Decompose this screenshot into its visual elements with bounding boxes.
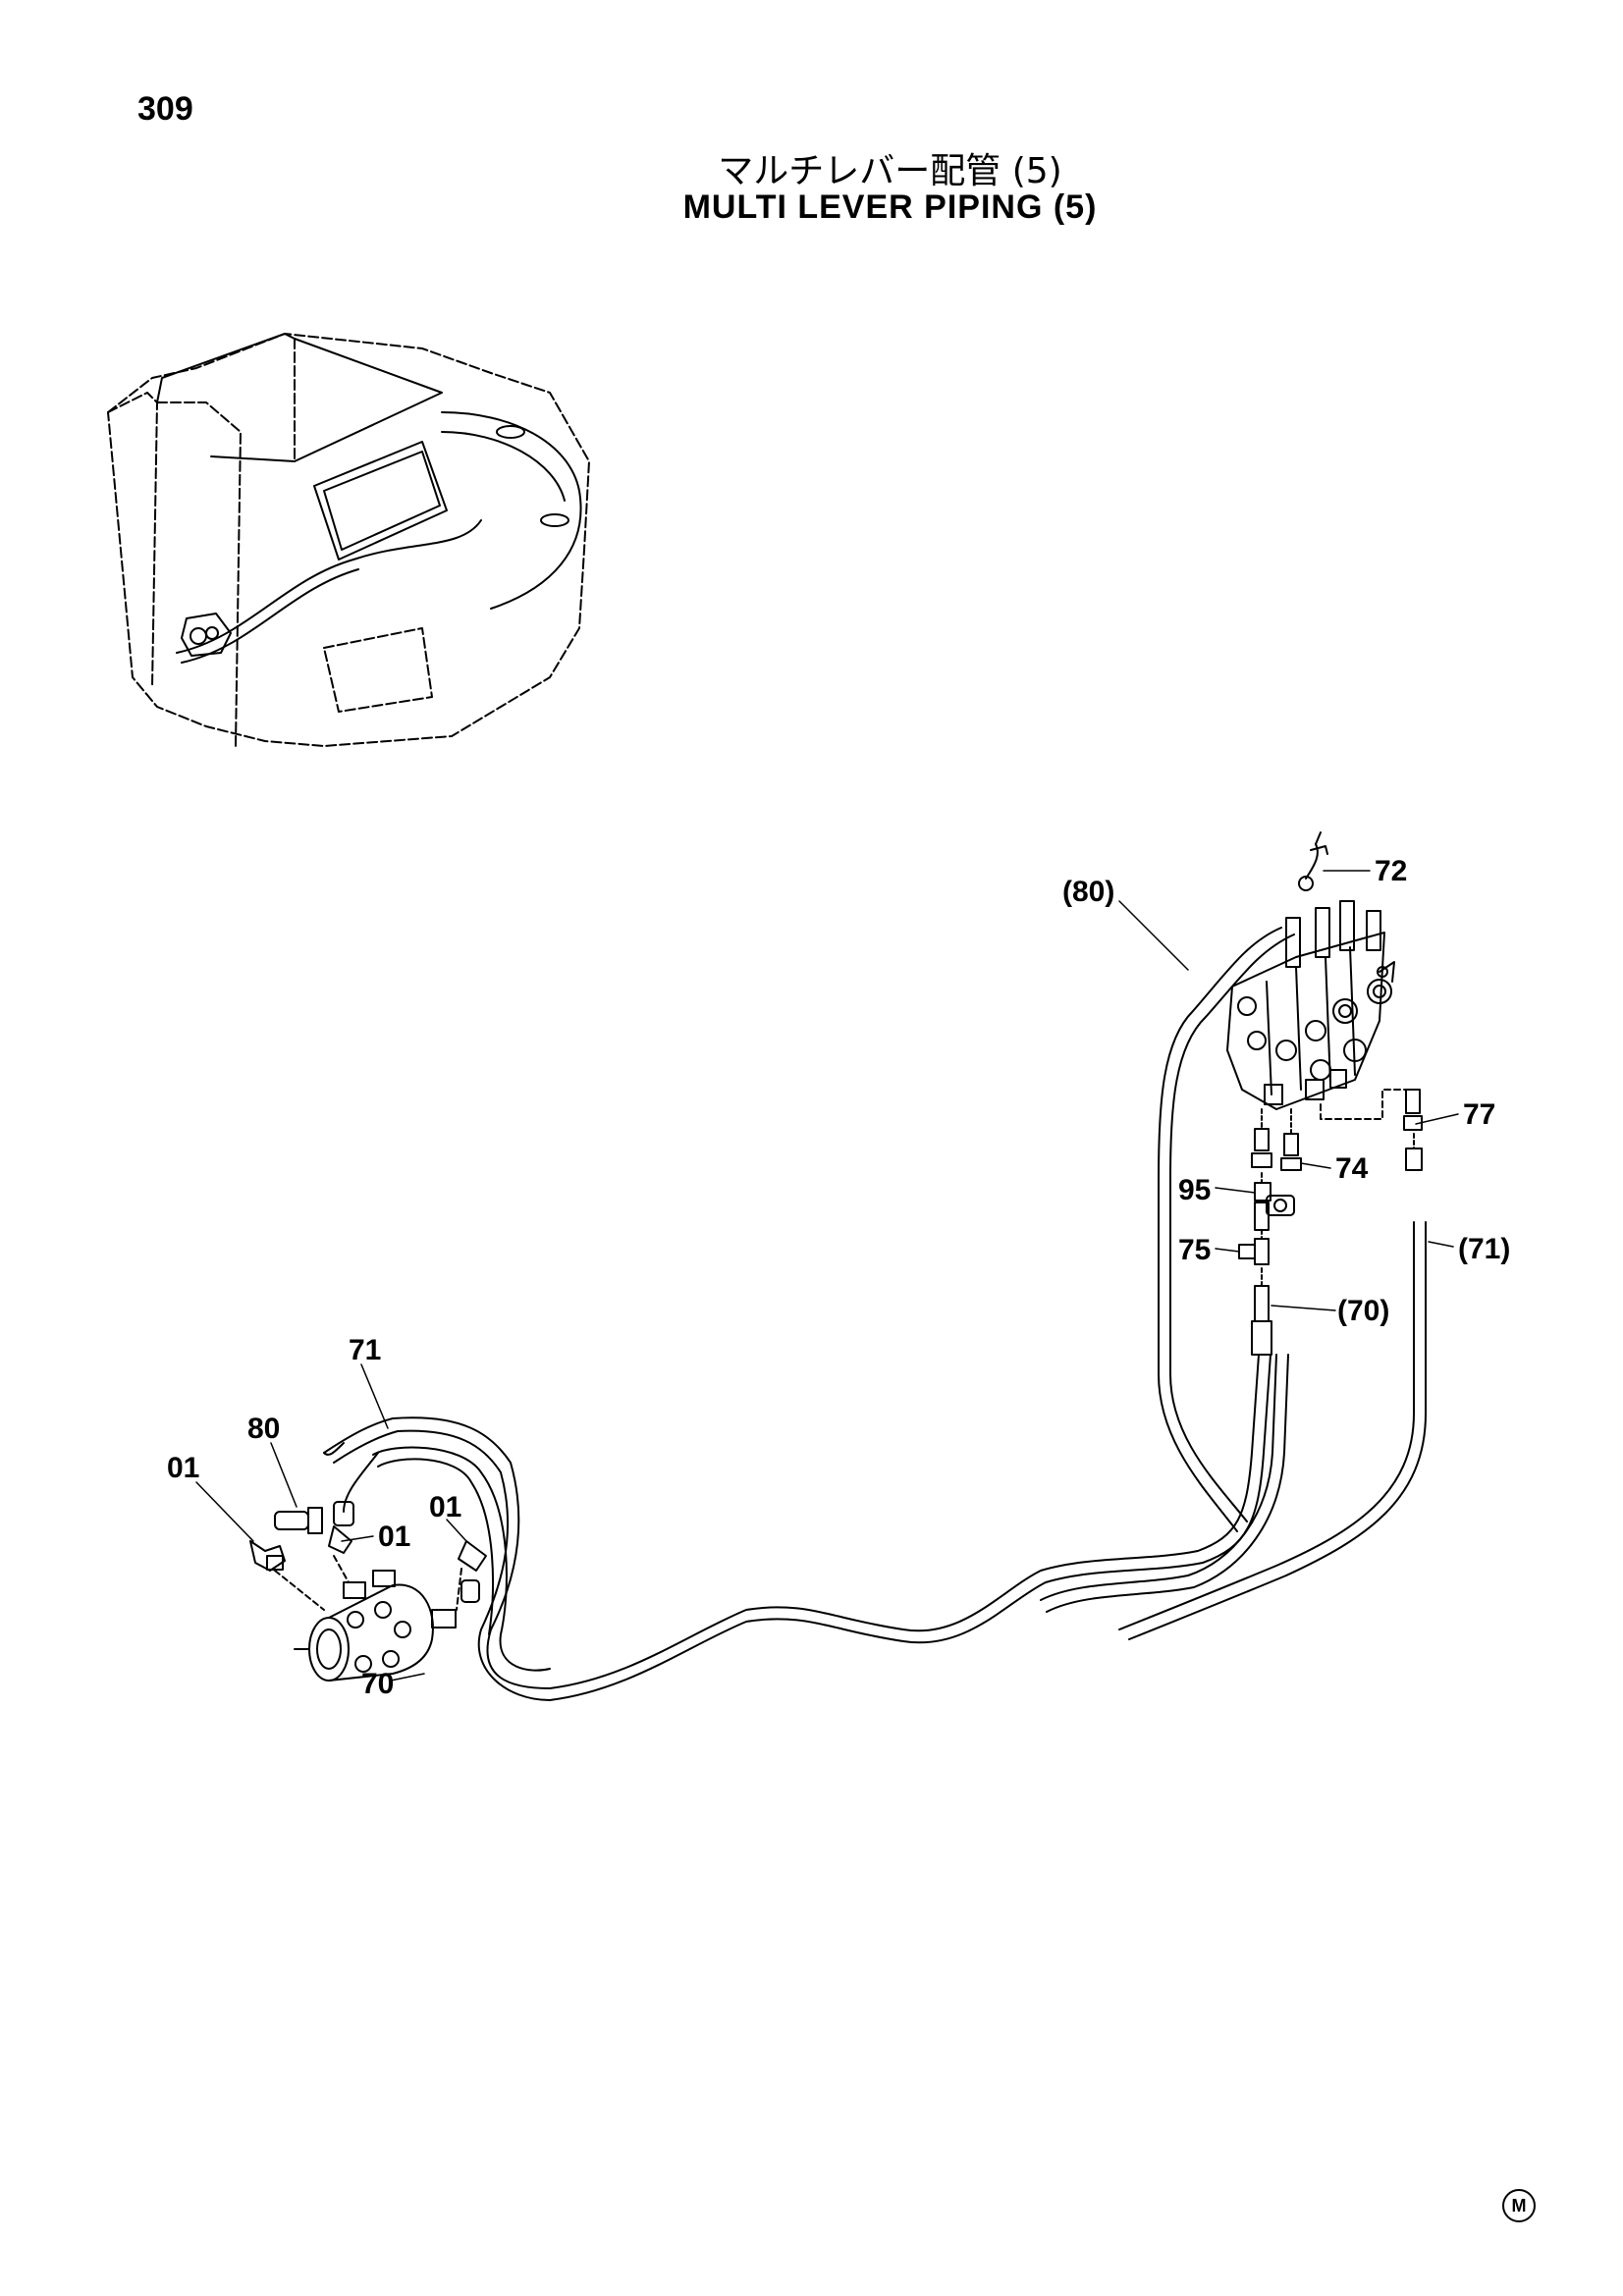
callout-75: 75 (1178, 1234, 1211, 1266)
callout-71-ref: (71) (1458, 1233, 1510, 1265)
callout-74: 74 (1335, 1152, 1369, 1185)
callout-01-left: 01 (167, 1452, 199, 1484)
control-valve-icon (1226, 831, 1423, 1356)
callout-71: 71 (349, 1334, 381, 1366)
corner-mark: M (1502, 2189, 1536, 2222)
callout-72: 72 (1375, 855, 1407, 887)
callout-77: 77 (1463, 1098, 1495, 1131)
callout-01-right: 01 (429, 1491, 461, 1523)
callout-95: 95 (1178, 1174, 1211, 1206)
callout-80: 80 (247, 1413, 280, 1445)
title-english: MULTI LEVER PIPING (5) (682, 188, 1098, 226)
leader-lines (195, 870, 1459, 1682)
callout-80-ref: (80) (1062, 876, 1114, 908)
callout-70: 70 (361, 1668, 394, 1700)
callout-70-ref: (70) (1337, 1295, 1389, 1327)
swivel-joint-icon (249, 1501, 487, 1682)
title-japanese: マルチレバー配管 (5) (718, 151, 1062, 191)
callout-labels: 72 (80) 77 74 95 (71) 75 (70) 71 80 01 0… (167, 855, 1510, 1700)
callout-01-middle: 01 (378, 1521, 410, 1553)
excavator-overview-icon (107, 333, 590, 747)
hose-bundle (323, 927, 1427, 1701)
page-number: 309 (137, 90, 193, 128)
